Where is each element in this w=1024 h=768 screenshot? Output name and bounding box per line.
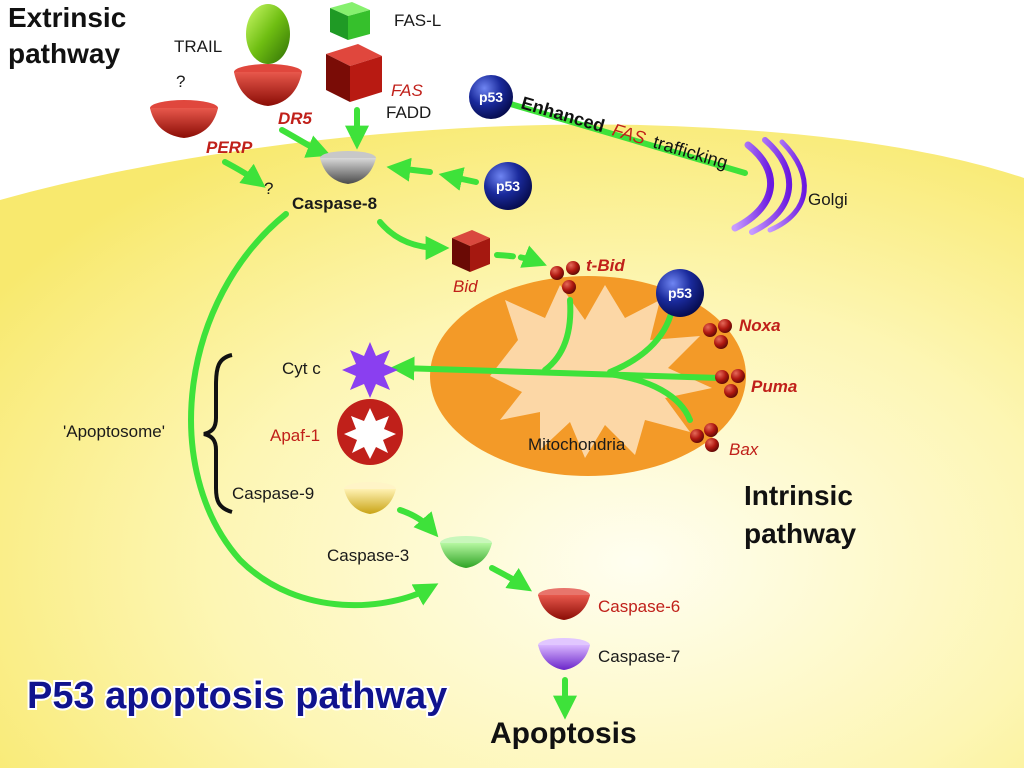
puma-dots-icon: [715, 369, 745, 398]
trail-ligand-icon: [246, 4, 290, 64]
caspase3-cup-icon: [440, 536, 492, 568]
bax-label: Bax: [729, 440, 759, 459]
arrow-caspase8-to-caspase3-long: [188, 211, 439, 609]
perp-label: PERP: [206, 138, 253, 157]
apoptosis-label: Apoptosis: [490, 717, 637, 750]
bid-cube-icon: [452, 230, 490, 272]
caspase6-label: Caspase-6: [598, 597, 680, 616]
fadd-label: FADD: [386, 103, 431, 122]
question-top-label: ?: [176, 72, 185, 91]
question-mid-label: ?: [264, 179, 273, 198]
caspase7-cup-icon: [538, 638, 590, 670]
slide-caption: P53 apoptosis pathway: [27, 675, 447, 717]
p53-badge-mito: p53: [656, 269, 704, 317]
dr5-label: DR5: [278, 109, 313, 128]
cytc-label: Cyt c: [282, 359, 321, 378]
branch-bax: [607, 371, 693, 423]
caspase9-cup-icon: [344, 482, 396, 514]
fas-l-label: FAS-L: [394, 11, 441, 30]
noxa-label: Noxa: [739, 316, 781, 335]
arrow-mito-to-cytc: [390, 356, 723, 381]
trail-label: TRAIL: [174, 37, 222, 56]
arrow-perp-to-question: [222, 159, 266, 188]
golgi-icon: [731, 137, 807, 235]
p53-badge-label: p53: [479, 89, 503, 105]
apoptosome-label: 'Apoptosome': [63, 422, 165, 441]
puma-label: Puma: [751, 377, 797, 396]
arrow-p53-to-caspase8: [438, 167, 479, 191]
intrinsic-heading-line1: Intrinsic: [744, 480, 853, 511]
caspase9-label: Caspase-9: [232, 484, 314, 503]
extrinsic-heading-line2: pathway: [8, 38, 120, 69]
bax-dots-icon: [690, 423, 719, 452]
fas-label: FAS: [391, 81, 423, 100]
intrinsic-heading-line2: pathway: [744, 518, 856, 549]
fas-receptor-cube-icon: [326, 44, 382, 102]
arrow-dr5-to-caspase8: [279, 127, 331, 158]
caspase7-label: Caspase-7: [598, 647, 680, 666]
fas-l-cube-icon: [330, 2, 370, 40]
caspase8-cup-icon: [320, 151, 376, 184]
dr5-receptor-icon: [234, 64, 302, 106]
tbid-label: t-Bid: [586, 256, 625, 275]
pathway-arrows: [188, 87, 748, 720]
perp-receptor-icon: [150, 100, 218, 138]
noxa-dots-icon: [703, 319, 732, 349]
mitochondria-label: Mitochondria: [528, 435, 626, 454]
apoptosome-brace: [203, 353, 233, 514]
apaf1-label: Apaf-1: [270, 426, 320, 445]
branch-p53-mito: [607, 307, 675, 375]
caspase6-cup-icon: [538, 588, 590, 620]
branch-tbid: [542, 297, 574, 373]
caspase8-label: Caspase-8: [292, 194, 377, 213]
p53-badge-label: p53: [496, 178, 520, 194]
extrinsic-heading-line1: Extrinsic: [8, 2, 126, 33]
arrow-golgi-to-fas: [470, 87, 748, 176]
tbid-dots-icon: [550, 261, 580, 294]
arrow-p53-to-caspase8-tail: [386, 157, 433, 182]
golgi-label: Golgi: [808, 190, 848, 209]
arrow-bid-to-tbid: [494, 245, 547, 268]
caspase3-label: Caspase-3: [327, 546, 409, 565]
p53-badge-caspase8: p53: [484, 162, 532, 210]
cytc-starburst-icon: [342, 342, 398, 398]
apaf1-icon: [337, 399, 403, 465]
bid-label: Bid: [453, 277, 478, 296]
arrow-caspase8-to-bid: [377, 219, 450, 260]
arrow-caspase3-to-caspase6: [489, 565, 532, 592]
arrow-caspase9-to-caspase3: [397, 507, 439, 538]
p53-badge-label: p53: [668, 285, 692, 301]
p53-badge-fas: p53: [469, 75, 513, 119]
